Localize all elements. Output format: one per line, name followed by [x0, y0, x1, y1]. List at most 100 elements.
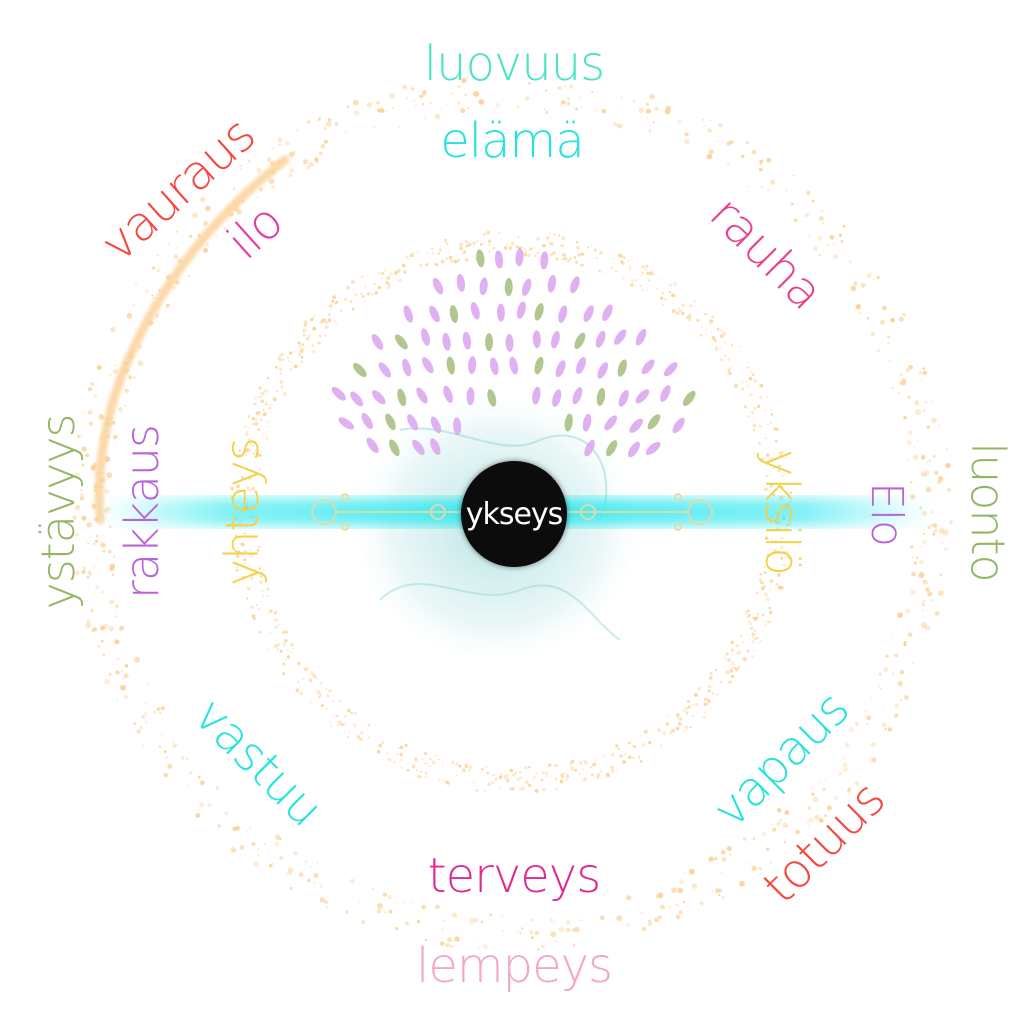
ring-dot	[297, 341, 300, 343]
ring-dot	[376, 908, 382, 914]
ring-dot	[378, 285, 381, 288]
ring-dot	[885, 654, 889, 659]
ring-dot	[533, 775, 536, 779]
leaf	[350, 391, 364, 407]
ring-dot	[438, 248, 442, 252]
ring-dot	[838, 233, 843, 237]
ring-dot	[563, 85, 566, 88]
ring-dot	[654, 106, 659, 111]
ring-dot	[945, 447, 948, 451]
ring-dot	[344, 715, 347, 718]
ring-dot	[351, 307, 355, 311]
ring-dot	[699, 901, 704, 906]
ring-dot	[276, 390, 279, 393]
ring-dot	[918, 370, 923, 375]
ring-dot	[176, 743, 179, 746]
ring-dot	[634, 279, 637, 282]
ring-dot	[729, 367, 732, 369]
ring-dot	[750, 626, 754, 630]
ring-dot	[822, 222, 824, 225]
ring-dot	[340, 311, 342, 313]
ring-dot	[783, 564, 785, 566]
ring-dot	[892, 654, 895, 657]
ring-dot	[261, 594, 264, 597]
ring-dot	[373, 126, 376, 129]
ring-dot	[922, 370, 928, 375]
ring-dot	[298, 367, 300, 369]
ring-dot	[642, 927, 647, 931]
ring-dot	[80, 493, 84, 497]
ring-dot	[542, 771, 545, 774]
ring-dot	[912, 662, 915, 664]
ring-dot	[866, 316, 870, 320]
leaf	[487, 389, 497, 407]
ring-dot	[688, 868, 695, 875]
ring-dot	[759, 163, 763, 166]
ring-dot	[752, 616, 756, 620]
ring-dot	[561, 100, 566, 105]
ring-dot	[922, 409, 926, 413]
ring-dot	[934, 470, 939, 476]
ring-dot	[722, 331, 726, 336]
ring-dot	[334, 302, 338, 305]
ring-dot	[646, 289, 648, 291]
ring-dot	[100, 590, 104, 594]
ring-dot	[555, 777, 558, 781]
ring-dot	[252, 452, 256, 455]
ring-dot	[454, 763, 456, 766]
ring-dot	[343, 297, 347, 301]
ring-dot	[921, 599, 926, 605]
ring-dot	[710, 708, 712, 711]
ring-dot	[922, 367, 926, 370]
center-circle: ykseys	[461, 461, 567, 567]
ring-dot	[383, 911, 387, 914]
ring-dot	[721, 856, 727, 863]
ring-dot	[543, 108, 546, 111]
ring-dot	[254, 396, 258, 400]
ring-dot	[292, 647, 295, 650]
ring-dot	[312, 350, 316, 354]
ring-dot	[934, 610, 940, 616]
leaf	[635, 389, 650, 404]
ring-dot	[156, 707, 161, 711]
ring-dot	[683, 138, 690, 145]
ring-dot	[723, 341, 726, 344]
ring-dot	[769, 610, 773, 615]
ring-dot	[555, 940, 558, 943]
ring-dot	[327, 318, 332, 323]
ring-dot	[441, 928, 444, 931]
leaf	[456, 273, 466, 292]
ring-dot	[115, 670, 120, 675]
ring-dot	[575, 260, 578, 264]
ring-dot	[639, 284, 642, 287]
ring-dot	[807, 805, 812, 811]
leaf	[412, 439, 425, 456]
ring-dot	[268, 863, 273, 868]
ring-dot	[246, 486, 250, 490]
ring-dot	[282, 394, 284, 396]
ring-dot	[818, 216, 824, 222]
ring-dot	[600, 915, 605, 920]
ring-dot	[763, 571, 767, 574]
ring-dot	[870, 332, 875, 337]
ring-dot	[713, 339, 717, 343]
ring-dot	[848, 726, 855, 732]
ring-dot	[840, 239, 844, 243]
ring-dot	[300, 356, 304, 359]
ring-dot	[414, 104, 418, 107]
ring-dot	[668, 906, 672, 909]
ring-dot	[772, 493, 776, 497]
ring-dot	[911, 571, 916, 577]
ring-dot	[754, 616, 759, 620]
ring-dot	[648, 919, 651, 922]
ring-dot	[269, 404, 272, 406]
ring-dot	[718, 893, 721, 896]
ring-dot	[842, 762, 848, 767]
ring-dot	[405, 255, 410, 259]
ring-dot	[410, 87, 414, 91]
ring-dot	[435, 755, 437, 757]
ring-dot	[616, 915, 623, 922]
ring-dot	[662, 304, 664, 306]
ring-dot	[251, 486, 255, 491]
ring-dot	[335, 322, 337, 324]
